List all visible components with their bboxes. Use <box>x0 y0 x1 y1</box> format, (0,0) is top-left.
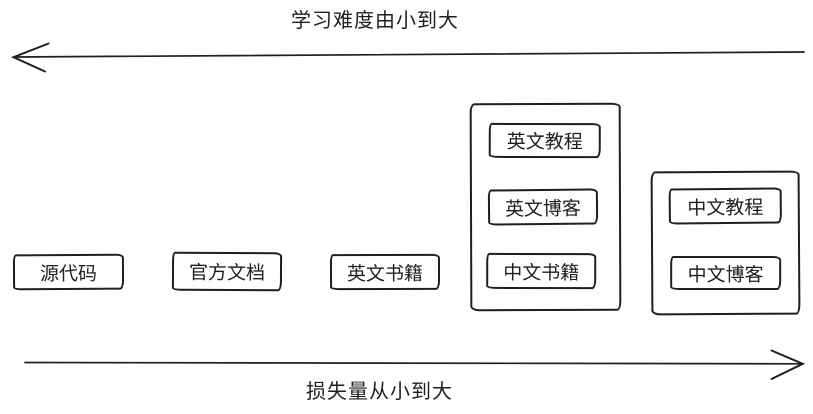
node-source-code: 源代码 <box>12 253 125 291</box>
node-label: 英文博客 <box>504 198 582 220</box>
node-label: 中文教程 <box>687 197 764 219</box>
group-chinese-easy: 中文教程 中文博客 <box>650 170 801 316</box>
left-arrow-icon <box>10 42 805 73</box>
node-label: 英文教程 <box>506 131 583 154</box>
node-english-books: 英文书籍 <box>329 253 441 291</box>
node-chinese-blogs: 中文博客 <box>670 255 782 291</box>
group-english-intermediate: 英文教程 英文博客 中文书籍 <box>469 102 622 312</box>
node-label: 中文书籍 <box>503 262 580 284</box>
node-english-tutorials: 英文教程 <box>488 122 601 159</box>
top-axis-label: 学习难度由小到大 <box>291 10 459 32</box>
bottom-axis-label: 损失量从小到大 <box>306 381 453 403</box>
right-arrow-icon <box>24 349 806 380</box>
node-label: 官方文档 <box>188 262 266 285</box>
node-english-blogs: 英文博客 <box>487 188 599 226</box>
node-label: 英文书籍 <box>346 263 424 285</box>
node-chinese-tutorials: 中文教程 <box>668 187 782 225</box>
node-label: 中文博客 <box>687 264 764 286</box>
node-official-docs: 官方文档 <box>171 251 283 292</box>
node-label: 源代码 <box>39 263 98 285</box>
node-chinese-books: 中文书籍 <box>486 252 597 290</box>
